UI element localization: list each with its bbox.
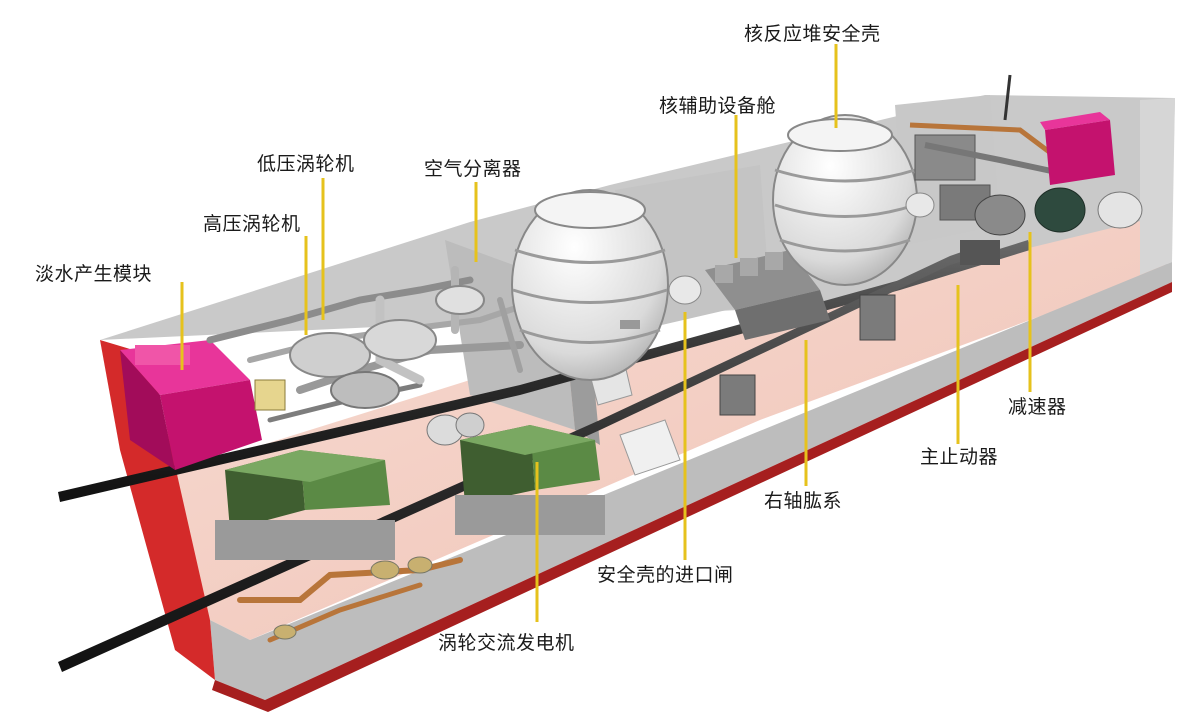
valves — [273, 556, 433, 640]
label-starboard-shafting: 右轴肱系 — [764, 490, 843, 512]
reactor-containment-1 — [511, 189, 702, 381]
turbo-alternators — [215, 412, 605, 560]
label-freshwater-module: 淡水产生模块 — [35, 263, 153, 285]
aux-equipment-compartment — [705, 250, 830, 340]
label-low-pressure-turbine: 低压涡轮机 — [257, 153, 355, 175]
rear-machinery — [719, 74, 1143, 416]
label-containment-shell: 核反应堆安全壳 — [744, 23, 881, 45]
label-containment-entry-hatch: 安全壳的进口闸 — [597, 564, 734, 586]
label-air-separator: 空气分离器 — [424, 158, 522, 180]
label-turbo-alternator: 涡轮交流发电机 — [438, 632, 575, 654]
label-reduction-gear: 减速器 — [1008, 396, 1067, 418]
reactor-containment-2 — [772, 114, 935, 286]
turbine-assembly — [254, 285, 485, 411]
label-aux-equipment-compartment: 核辅助设备舱 — [659, 95, 777, 117]
freshwater-module — [120, 340, 262, 470]
label-main-thrust-bearing: 主止动器 — [920, 446, 999, 468]
leader-lines — [180, 44, 1032, 622]
label-high-pressure-turbine: 高压涡轮机 — [203, 213, 301, 235]
